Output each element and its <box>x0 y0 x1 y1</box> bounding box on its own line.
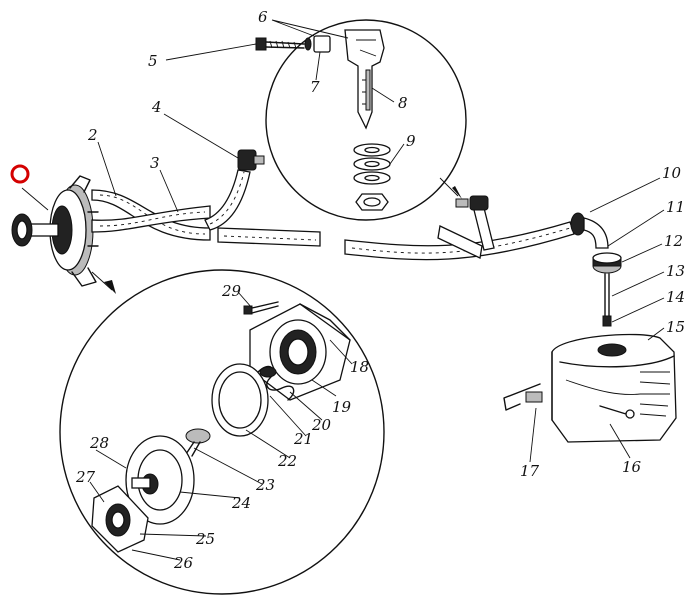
callout-13: 13 <box>666 262 685 280</box>
callout-14: 14 <box>666 288 685 306</box>
callout-17: 17 <box>520 462 540 480</box>
callout-28: 28 <box>89 434 109 452</box>
callout-22: 22 <box>277 452 297 470</box>
spring-21 <box>257 365 295 401</box>
valve-23 <box>185 428 211 457</box>
callout-6: 6 <box>258 8 268 26</box>
lower-detail-circle <box>59 269 385 595</box>
flange-25 <box>91 485 149 553</box>
highlight-marker <box>10 164 30 184</box>
banjo-fitting <box>344 29 385 130</box>
callout-23: 23 <box>255 476 275 494</box>
fuel-tank <box>503 333 677 443</box>
fuel-pump <box>11 175 99 287</box>
leader-lines <box>21 19 665 561</box>
callout-15: 15 <box>666 318 685 336</box>
cover-18 <box>249 303 351 401</box>
lower-circle-arrow <box>91 271 113 291</box>
bolt-5 <box>255 37 305 51</box>
callout-9: 9 <box>406 132 416 150</box>
callout-21: 21 <box>293 430 313 448</box>
callout-8: 8 <box>398 94 408 112</box>
callout-11: 11 <box>666 198 685 216</box>
nut-7 <box>304 35 331 53</box>
upper-detail-circle <box>265 19 467 221</box>
callout-20: 20 <box>311 416 332 434</box>
hose-4 <box>204 149 265 231</box>
fuel-line-main <box>217 195 609 261</box>
callout-18: 18 <box>350 358 369 376</box>
callout-16: 16 <box>622 458 642 476</box>
callout-3: 3 <box>150 154 160 172</box>
callout-19: 19 <box>332 398 352 416</box>
callout-4: 4 <box>151 98 162 116</box>
upper-circle-arrow <box>439 177 459 197</box>
filler-neck <box>592 252 622 327</box>
callout-24: 24 <box>231 494 251 512</box>
callout-5: 5 <box>148 52 158 70</box>
diaphragm-22 <box>211 363 269 437</box>
callout-26: 26 <box>173 554 194 572</box>
body-24 <box>125 435 195 525</box>
callout-12: 12 <box>664 232 683 250</box>
callout-29: 29 <box>221 282 242 300</box>
callout-25: 25 <box>195 530 215 548</box>
callout-27: 27 <box>75 468 96 486</box>
lower-circle-arrowhead <box>104 280 116 294</box>
upper-circle-arrowhead <box>452 186 462 199</box>
callout-10: 10 <box>662 164 682 182</box>
callout-2: 2 <box>87 126 98 144</box>
screw-29 <box>243 301 279 315</box>
washers-9 <box>353 143 391 211</box>
callout-7: 7 <box>310 78 320 96</box>
